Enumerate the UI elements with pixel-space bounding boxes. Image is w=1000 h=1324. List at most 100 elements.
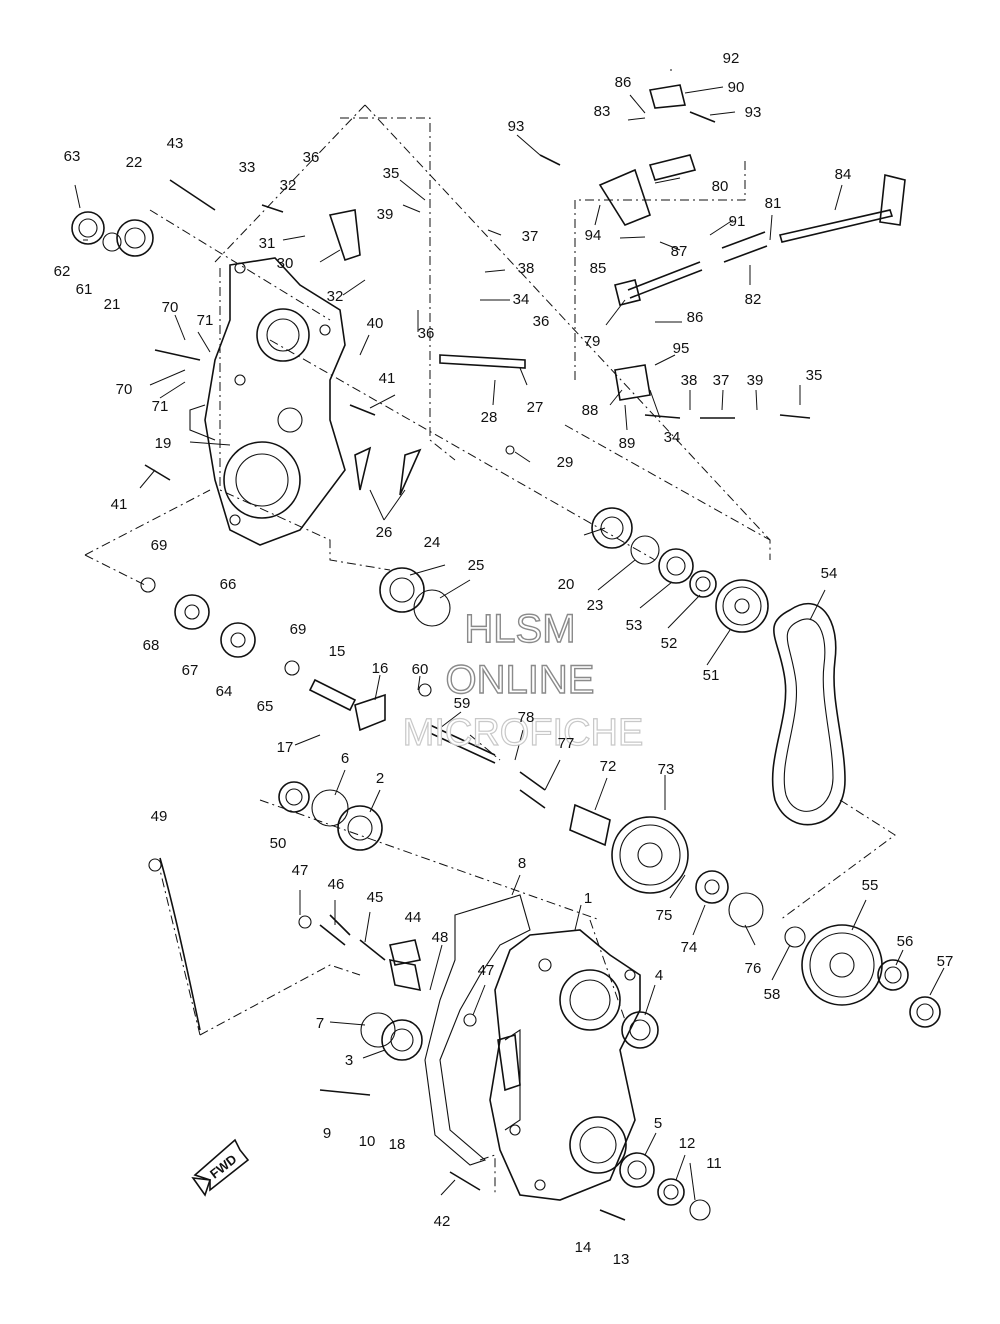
callout-36-right: 36 (533, 313, 550, 330)
callout-18: 18 (389, 1136, 406, 1153)
callout-37-upper: 37 (522, 228, 539, 245)
callout-2: 2 (376, 770, 384, 787)
callout-56: 56 (897, 933, 914, 950)
callout-50: 50 (270, 835, 287, 852)
callout-10: 10 (359, 1133, 376, 1150)
callout-35-lower: 35 (806, 367, 823, 384)
callout-91: 91 (729, 213, 746, 230)
callout-36-top: 36 (303, 149, 320, 166)
callout-58: 58 (764, 986, 781, 1003)
callout-88: 88 (582, 402, 599, 419)
callout-32-lower: 32 (327, 288, 344, 305)
callout-31: 31 (259, 235, 276, 252)
callout-38-upper: 38 (518, 260, 535, 277)
watermark-line-3: MICROFICHE (403, 712, 644, 754)
callout-68: 68 (143, 637, 160, 654)
callout-93-right: 93 (745, 104, 762, 121)
bearings (71, 211, 941, 1206)
callout-83: 83 (594, 103, 611, 120)
callout-94: 94 (585, 227, 602, 244)
callout-32-upper: 32 (280, 177, 297, 194)
callout-3: 3 (345, 1052, 353, 1069)
callout-60: 60 (412, 661, 429, 678)
callout-85: 85 (590, 260, 607, 277)
watermark: HLSM ONLINE MICROFICHE (402, 606, 644, 754)
callout-63: 63 (64, 148, 81, 165)
watermark-line-2: ONLINE (446, 658, 595, 702)
callout-11: 11 (706, 1155, 722, 1172)
callout-71-upper: 71 (197, 312, 214, 329)
callout-61: 61 (76, 281, 93, 298)
callout-19: 19 (155, 435, 172, 452)
callout-77: 77 (558, 735, 575, 752)
callout-39-upper: 39 (377, 206, 394, 223)
callout-74: 74 (681, 939, 698, 956)
callout-70-lower: 70 (116, 381, 133, 398)
callout-21: 21 (104, 296, 121, 313)
callout-86-upper: 86 (615, 74, 632, 91)
callout-15: 15 (329, 643, 346, 660)
watermark-line-1: HLSM (464, 607, 575, 651)
callout-4: 4 (655, 967, 663, 984)
callout-66: 66 (220, 576, 237, 593)
callout-16: 16 (372, 660, 389, 677)
callout-49: 49 (151, 808, 168, 825)
callout-95: 95 (673, 340, 690, 357)
gear-67 (174, 594, 210, 630)
callout-14: 14 (575, 1239, 592, 1256)
callout-84: 84 (835, 166, 852, 183)
callout-72: 72 (600, 758, 617, 775)
callout-45: 45 (367, 889, 384, 906)
callout-79: 79 (584, 333, 601, 350)
callout-53: 53 (626, 617, 643, 634)
callout-5: 5 (654, 1115, 662, 1132)
callout-1: 1 (584, 890, 592, 907)
linkage-brackets (328, 84, 697, 1092)
callout-87: 87 (671, 243, 688, 260)
callout-39-lower: 39 (747, 372, 764, 389)
gear-73 (611, 816, 689, 894)
callout-92: 92 (723, 50, 740, 67)
callout-43: 43 (167, 135, 184, 152)
callout-34-lower: 34 (664, 429, 681, 446)
callout-93-left: 93 (508, 118, 525, 135)
callout-78: 78 (518, 709, 535, 726)
gear-55 (801, 924, 883, 1006)
callout-8: 8 (518, 855, 526, 872)
callout-48: 48 (432, 929, 449, 946)
gear-64 (220, 622, 256, 658)
callout-67: 67 (182, 662, 199, 679)
callout-26: 26 (376, 524, 393, 541)
callout-62: 62 (54, 263, 71, 280)
callout-9: 9 (323, 1125, 331, 1142)
callout-73: 73 (658, 761, 675, 778)
callout-12: 12 (679, 1135, 696, 1152)
callout-30: 30 (277, 255, 294, 272)
callout-6: 6 (341, 750, 349, 767)
callout-37-lower: 37 (713, 372, 730, 389)
callout-34-upper: 34 (513, 291, 530, 308)
callout-17: 17 (277, 739, 294, 756)
callout-51: 51 (703, 667, 720, 684)
callout-44: 44 (405, 909, 422, 926)
lower-main-case (424, 894, 641, 1201)
callout-59: 59 (454, 695, 471, 712)
snap-rings (140, 445, 806, 1221)
callout-35-upper: 35 (383, 165, 400, 182)
callout-81: 81 (765, 195, 782, 212)
callout-42: 42 (434, 1213, 451, 1230)
callout-41-upper: 41 (379, 370, 396, 387)
callout-47-left: 47 (292, 862, 309, 879)
callout-76: 76 (745, 960, 762, 977)
callout-13: 13 (613, 1251, 630, 1268)
shafts-and-bolts (144, 111, 906, 1221)
callout-27: 27 (527, 399, 544, 416)
callout-65: 65 (257, 698, 274, 715)
callout-labels: 1 2 3 4 5 6 7 8 9 10 11 12 13 14 15 16 1… (54, 50, 954, 1268)
callout-57: 57 (937, 953, 954, 970)
callout-29: 29 (557, 454, 574, 471)
callout-89: 89 (619, 435, 636, 452)
callout-24: 24 (424, 534, 441, 551)
callout-55: 55 (862, 877, 879, 894)
fwd-arrow-badge: FWD (191, 1138, 250, 1197)
